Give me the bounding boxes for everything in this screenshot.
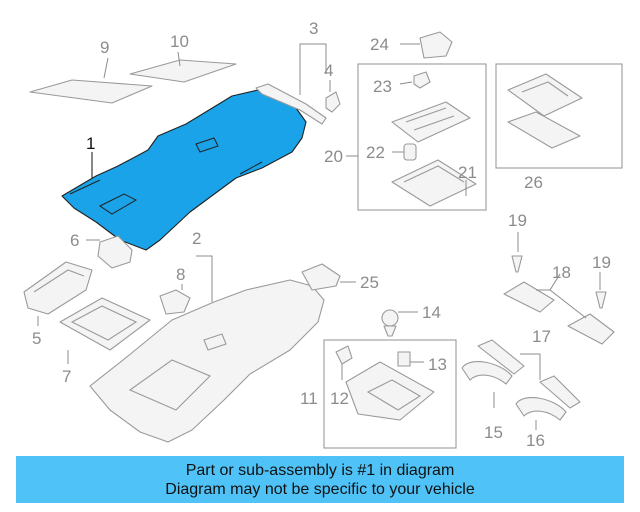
callout-5: 5 [32, 329, 41, 348]
part-sunvisor[interactable] [345, 361, 435, 421]
callout-24: 24 [370, 35, 389, 54]
part-18-bracket-left[interactable] [503, 281, 555, 313]
callout-14: 14 [422, 303, 441, 322]
callout-12: 12 [330, 389, 349, 408]
part-18-bracket-right[interactable] [567, 313, 615, 345]
callout-9: 9 [100, 38, 109, 57]
callout-8: 8 [176, 265, 185, 284]
notice-line-1: Part or sub-assembly is #1 in diagram [185, 461, 455, 479]
part-17-handle-right[interactable] [539, 375, 581, 409]
part-4-clip[interactable] [325, 80, 341, 113]
callout-13: 13 [428, 355, 447, 374]
callout-25: 25 [360, 273, 379, 292]
leader-17 [520, 353, 541, 380]
part-9-panel[interactable] [29, 57, 153, 104]
callout-10: 10 [170, 32, 189, 51]
callout-26: 26 [524, 173, 543, 192]
part-console-lens[interactable] [391, 101, 471, 143]
callout-18: 18 [552, 263, 571, 282]
callout-19a: 19 [508, 211, 527, 230]
part-16-handle[interactable] [515, 397, 567, 430]
part-22-switch[interactable] [392, 143, 417, 161]
callout-22: 22 [366, 143, 385, 162]
part-19-screw-right[interactable] [595, 272, 607, 309]
callout-15: 15 [484, 423, 503, 442]
leader-18-top [549, 273, 561, 291]
part-15-handle[interactable] [461, 361, 513, 408]
part-1-headliner-highlighted[interactable] [61, 89, 307, 251]
part-19-screw-left[interactable] [511, 232, 523, 273]
part-5-lamp-housing[interactable] [23, 261, 93, 326]
callout-4: 4 [324, 61, 333, 80]
sunvisor-frame [323, 339, 457, 449]
notice-line-2: Diagram may not be specific to your vehi… [165, 480, 475, 498]
callout-7: 7 [62, 367, 71, 386]
part-3-trim-strip[interactable] [255, 43, 327, 125]
callout-11: 11 [300, 389, 318, 408]
part-26-switch-upper[interactable] [507, 73, 583, 117]
callout-23: 23 [373, 77, 392, 96]
callout-16: 16 [526, 431, 545, 450]
part-21-console-base[interactable] [391, 159, 477, 207]
diagram-notice-banner: Part or sub-assembly is #1 in diagram Di… [16, 456, 624, 503]
part-7-trim-ring[interactable] [59, 297, 151, 364]
callout-21: 21 [458, 163, 477, 182]
switch-frame [495, 63, 623, 169]
part-10-panel[interactable] [129, 51, 237, 83]
part-23-bulb[interactable] [399, 71, 431, 89]
callout-1: 1 [86, 134, 95, 153]
part-17-handle-left[interactable] [477, 339, 525, 375]
part-25-lamp[interactable] [301, 263, 356, 291]
part-12-holder[interactable] [335, 345, 353, 380]
callout-20: 20 [324, 147, 343, 166]
part-8-clip[interactable] [159, 284, 191, 315]
callout-19b: 19 [592, 253, 611, 272]
headliner-parts-diagram: 9 10 1 3 4 23 22 20 [23, 19, 623, 450]
part-14-plug[interactable] [381, 309, 418, 337]
console-frame [357, 63, 487, 211]
callout-2: 2 [192, 229, 201, 248]
part-13-clip[interactable] [397, 351, 424, 367]
part-26-switch-lower[interactable] [507, 111, 581, 149]
callout-6: 6 [70, 231, 79, 250]
part-6-bracket[interactable] [86, 235, 133, 269]
callout-17: 17 [532, 327, 551, 346]
part-2-headliner[interactable] [89, 255, 325, 443]
part-24-sensor[interactable] [400, 31, 453, 59]
callout-3: 3 [309, 19, 318, 38]
